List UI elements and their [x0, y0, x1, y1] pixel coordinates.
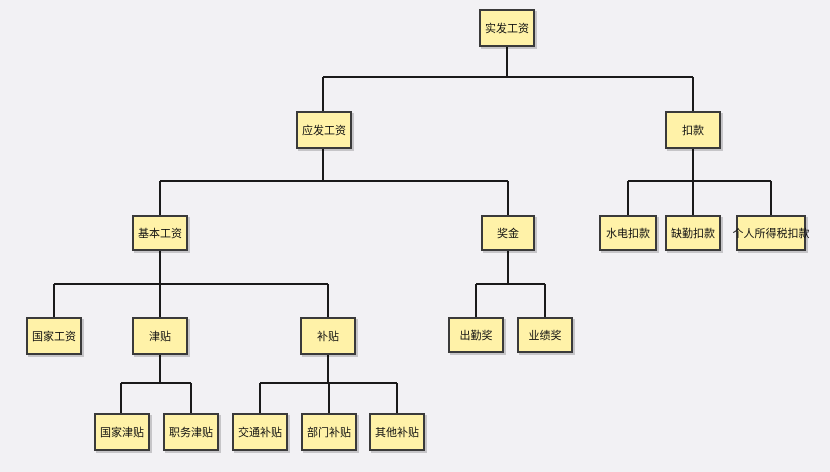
node-gross-salary[interactable]: 应发工资	[296, 111, 352, 149]
node-national-salary[interactable]: 国家工资	[26, 317, 82, 355]
node-income-tax-deduction[interactable]: 个人所得税扣款	[733, 215, 810, 251]
node-base-salary[interactable]: 基本工资	[132, 215, 188, 251]
node-national-allowance[interactable]: 国家津贴	[94, 413, 150, 451]
node-bonus[interactable]: 奖金	[481, 215, 535, 251]
node-subsidy[interactable]: 补贴	[300, 317, 356, 355]
connector-root	[322, 47, 694, 111]
connector-allowance	[120, 355, 192, 413]
node-absence-deduction[interactable]: 缺勤扣款	[665, 215, 721, 251]
node-net-salary[interactable]: 实发工资	[479, 9, 535, 47]
node-allowance[interactable]: 津贴	[132, 317, 188, 355]
connector-bonus	[475, 251, 546, 317]
connector-base	[53, 251, 329, 317]
node-attendance-bonus[interactable]: 出勤奖	[448, 317, 504, 353]
node-deduction[interactable]: 扣款	[665, 111, 721, 149]
node-water-electricity-deduction[interactable]: 水电扣款	[599, 215, 657, 251]
connector-gross	[159, 149, 509, 215]
node-performance-bonus[interactable]: 业绩奖	[517, 317, 573, 353]
node-traffic-subsidy[interactable]: 交通补贴	[232, 413, 288, 451]
node-department-subsidy[interactable]: 部门补贴	[301, 413, 357, 451]
connector-deduction	[627, 149, 772, 215]
node-duty-allowance[interactable]: 职务津贴	[163, 413, 219, 451]
connector-subsidy	[259, 355, 398, 413]
node-other-subsidy[interactable]: 其他补贴	[369, 413, 425, 451]
